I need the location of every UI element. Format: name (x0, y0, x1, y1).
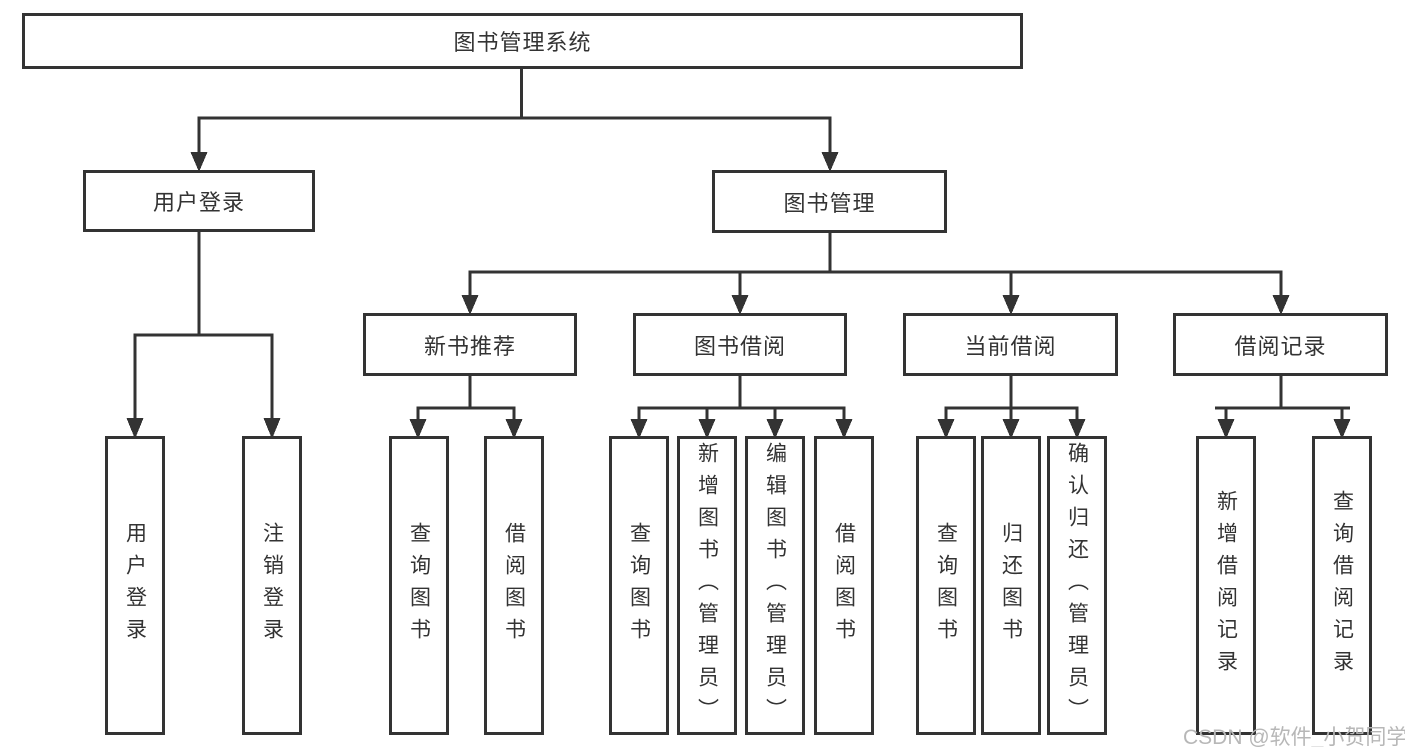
leaf-rec-query-book-label: 查询图书 (407, 521, 431, 650)
node-root-label: 图书管理系统 (453, 30, 592, 55)
leaf-cb-confirm-return: 确认归还（管理员） (1047, 436, 1107, 735)
node-current-borrow: 当前借阅 (903, 313, 1118, 376)
leaf-user-login: 用户登录 (105, 436, 165, 735)
leaf-cb-return-book-label: 归还图书 (999, 521, 1023, 650)
leaf-logout: 注销登录 (242, 436, 302, 735)
node-root: 图书管理系统 (22, 13, 1023, 69)
node-current-borrow-label: 当前借阅 (964, 333, 1057, 359)
leaf-br-query-record-label: 查询借阅记录 (1330, 489, 1354, 682)
watermark: CSDN @软件_小贺同学 (1183, 726, 1405, 747)
leaf-bb-borrow-book-label: 借阅图书 (832, 521, 856, 650)
leaf-bb-borrow-book: 借阅图书 (814, 436, 874, 735)
leaf-br-query-record: 查询借阅记录 (1312, 436, 1372, 735)
node-user-login: 用户登录 (83, 170, 315, 232)
node-book-management: 图书管理 (712, 170, 947, 233)
leaf-br-add-record: 新增借阅记录 (1196, 436, 1256, 735)
leaf-bb-query-book-label: 查询图书 (627, 521, 651, 650)
leaf-bb-edit-book: 编辑图书（管理员） (745, 436, 805, 735)
leaf-rec-borrow-book: 借阅图书 (484, 436, 544, 735)
leaf-rec-query-book: 查询图书 (389, 436, 449, 735)
leaf-cb-query-book-label: 查询图书 (934, 521, 958, 650)
node-borrow-records-label: 借阅记录 (1234, 333, 1327, 359)
leaf-user-login-label: 用户登录 (123, 521, 147, 650)
node-new-book-recommend-label: 新书推荐 (423, 333, 516, 359)
leaf-rec-borrow-book-label: 借阅图书 (502, 521, 526, 650)
leaf-cb-confirm-return-label: 确认归还（管理员） (1065, 441, 1089, 730)
leaf-cb-query-book: 查询图书 (916, 436, 976, 735)
leaf-bb-add-book: 新增图书（管理员） (677, 436, 737, 735)
leaf-br-add-record-label: 新增借阅记录 (1214, 489, 1238, 682)
leaf-bb-edit-book-label: 编辑图书（管理员） (763, 441, 787, 730)
leaf-cb-return-book: 归还图书 (981, 436, 1041, 735)
node-book-management-label: 图书管理 (783, 190, 876, 216)
leaf-bb-query-book: 查询图书 (609, 436, 669, 735)
leaf-logout-label: 注销登录 (260, 521, 284, 650)
leaf-bb-add-book-label: 新增图书（管理员） (695, 441, 719, 730)
node-user-login-label: 用户登录 (152, 190, 245, 215)
node-borrow-records: 借阅记录 (1173, 313, 1388, 376)
node-book-borrow-label: 图书借阅 (693, 333, 786, 359)
node-book-borrow: 图书借阅 (633, 313, 847, 376)
node-new-book-recommend: 新书推荐 (363, 313, 577, 376)
